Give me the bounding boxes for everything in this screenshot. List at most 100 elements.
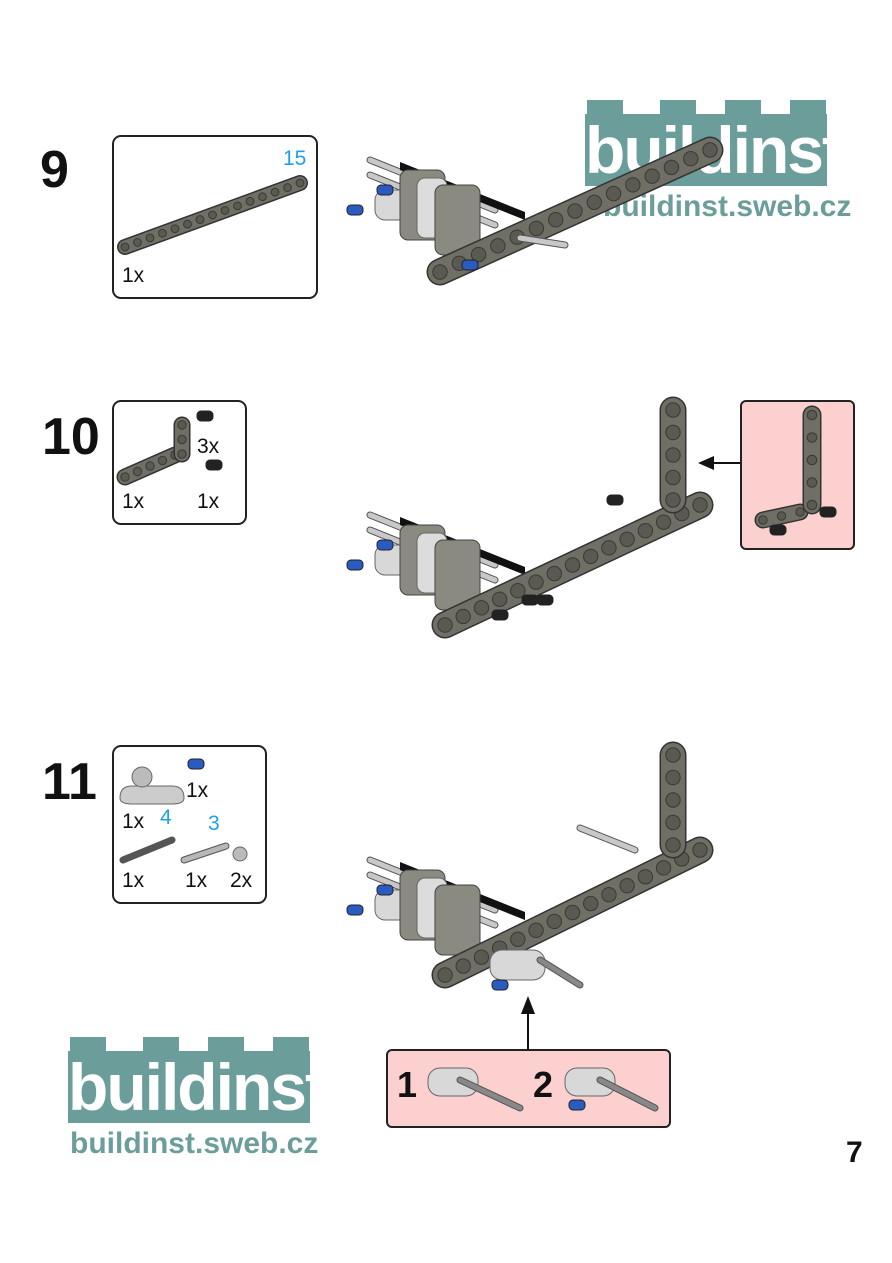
beam-hole: [158, 228, 167, 238]
beam-hole: [220, 206, 230, 215]
axle: [537, 957, 583, 988]
axle: [597, 1077, 658, 1111]
beam-hole: [806, 432, 818, 443]
axle-4-part: [120, 837, 175, 863]
beam-hole: [245, 196, 255, 206]
beam-hole: [637, 869, 654, 885]
blue-pin: [376, 884, 394, 896]
beam-hole: [637, 523, 654, 539]
blue-pin: [461, 259, 479, 271]
beam-hole: [663, 159, 680, 176]
pin-connector-part: [119, 785, 185, 805]
beam-hole: [295, 178, 305, 188]
beam-hole: [583, 895, 599, 912]
beam-hole: [548, 212, 564, 228]
logo-brand-text: buildinst: [68, 1050, 327, 1124]
beam-hole: [490, 238, 506, 254]
beam-hole: [145, 461, 155, 471]
beam-hole: [473, 949, 490, 965]
step-number: 10: [42, 408, 100, 466]
pin-connector: [564, 1067, 616, 1097]
subassembly-step-2: 2: [533, 1064, 554, 1105]
part-length-label: 15: [283, 147, 307, 170]
beam-hole: [702, 142, 718, 158]
beam-hole: [665, 447, 681, 463]
blue-pin: [346, 904, 364, 916]
beam-hole: [183, 219, 192, 229]
beam-hole: [455, 608, 471, 625]
axle: [457, 1077, 523, 1111]
black-pin: [521, 594, 539, 606]
step-number: 11: [42, 753, 97, 811]
beam-hole: [625, 177, 641, 193]
beam-hole: [564, 904, 581, 921]
beam-hole: [157, 455, 168, 466]
beam-hole: [132, 466, 143, 477]
beam-hole: [806, 409, 818, 421]
beam-hole: [470, 246, 487, 263]
page-number: 7: [846, 1136, 863, 1169]
axle-3-part: [181, 843, 229, 863]
axle: [577, 825, 638, 853]
beam-hole: [655, 860, 672, 876]
beam-hole: [586, 194, 602, 210]
part-quantity: 1x: [122, 810, 145, 833]
bush-part: [232, 846, 248, 862]
step-number: 9: [40, 141, 69, 199]
black-pin: [769, 524, 787, 536]
beam-hole: [528, 574, 544, 590]
beam-hole: [177, 420, 187, 430]
black-pin: [491, 609, 509, 621]
beam-hole: [233, 201, 242, 211]
beam-hole: [601, 886, 617, 903]
beam-hole: [432, 264, 448, 280]
callout-box: [740, 400, 855, 550]
arrow-head: [521, 996, 535, 1014]
beam-hole: [120, 242, 130, 252]
beam-hole: [528, 922, 544, 939]
part-quantity: 1x: [197, 490, 220, 513]
black-pin: [205, 459, 223, 471]
beam-hole: [473, 600, 490, 616]
beam-hole: [177, 449, 187, 459]
blue-pin: [568, 1099, 586, 1111]
beam-hole: [583, 548, 599, 565]
part-quantity: 1x: [122, 869, 145, 892]
beam-hole: [605, 185, 622, 202]
part-quantity: 1x: [185, 869, 208, 892]
beam-hole: [170, 224, 180, 234]
beam-hole: [806, 477, 818, 488]
beam-hole: [665, 469, 681, 486]
beam-hole: [776, 511, 787, 521]
beam-hole: [665, 837, 681, 853]
black-pin-small: [196, 410, 214, 422]
beam-hole: [758, 515, 768, 525]
beam-hole: [692, 497, 708, 513]
beam-hole: [665, 792, 681, 808]
beam-hole: [546, 913, 562, 930]
beam-hole: [665, 402, 681, 418]
beam-hole: [619, 531, 635, 547]
beam-hole: [283, 183, 292, 192]
pin-connector-part: [131, 766, 153, 788]
part-quantity: 1x: [122, 490, 145, 513]
blue-pin: [376, 184, 394, 196]
blue-pin: [346, 204, 364, 216]
blue-pin: [491, 979, 509, 991]
part-quantity: 2x: [230, 869, 253, 892]
beam-hole: [619, 878, 635, 894]
beam-hole: [601, 540, 617, 556]
beam-hole: [806, 454, 818, 466]
beam-hole: [510, 931, 526, 947]
beam-hole: [683, 151, 699, 167]
logo-url: buildinst.sweb.cz: [70, 1127, 319, 1160]
beam-hole: [644, 168, 660, 184]
beam-hole: [665, 769, 681, 786]
black-pin: [606, 494, 624, 506]
beam-hole: [437, 617, 453, 633]
beam-hole: [258, 192, 267, 202]
part-quantity: 3x: [197, 435, 220, 458]
beam-hole: [564, 557, 581, 573]
part-length-label: 3: [208, 812, 220, 835]
